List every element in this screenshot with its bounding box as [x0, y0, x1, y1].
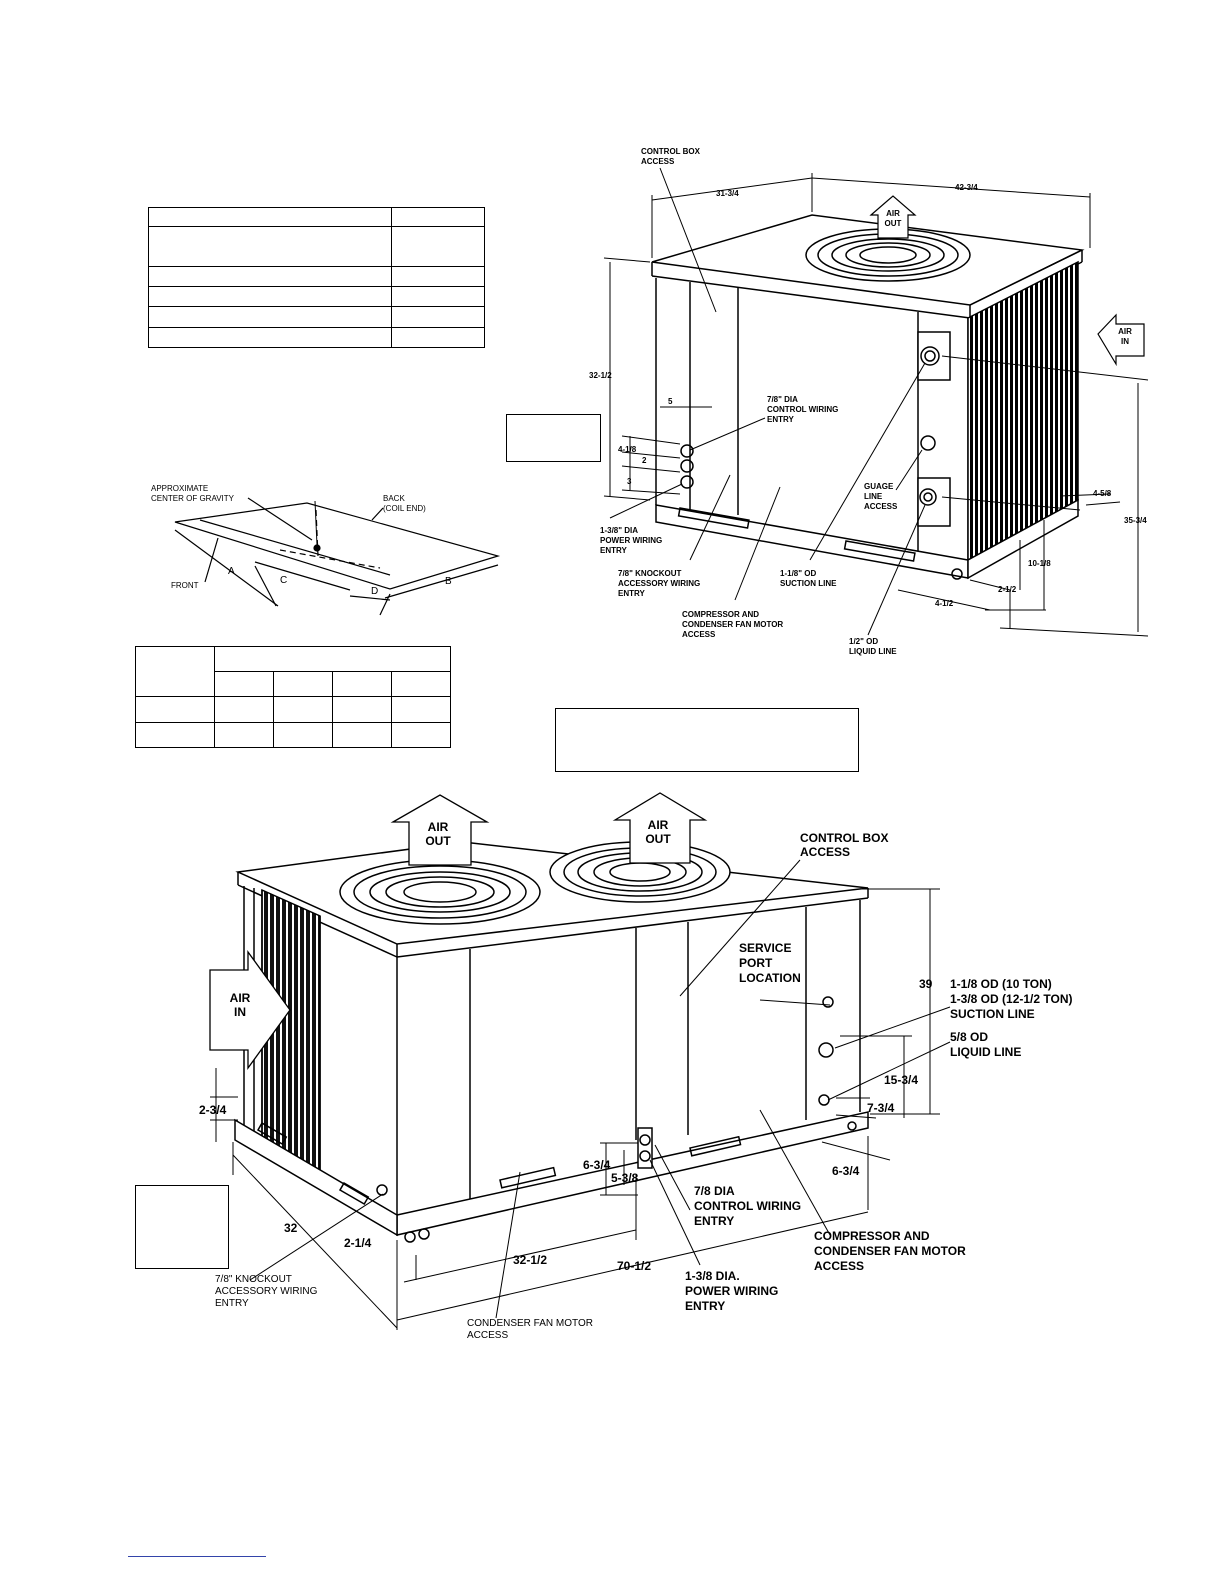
- table-cell: [273, 695, 333, 724]
- label-b: B: [445, 576, 452, 587]
- dim-32-1-2: 32-1/2: [513, 1253, 547, 1267]
- dim-4-1-2: 4-1/2: [935, 599, 954, 608]
- dim-7-3-4: 7-3/4: [867, 1101, 895, 1115]
- table-cell: [332, 670, 392, 697]
- table-cell: [148, 226, 392, 267]
- dim-2: 2: [642, 456, 647, 465]
- dim-6-3-4-a: 6-3/4: [583, 1158, 611, 1172]
- dim-39: 39: [919, 977, 933, 991]
- dim-6-3-4-b: 6-3/4: [832, 1164, 860, 1178]
- front-label: FRONT: [171, 581, 199, 590]
- dim-2-3-4: 2-3/4: [199, 1103, 227, 1117]
- table-cell: [214, 646, 451, 672]
- suction-line-label-lower: 1-1/8 OD (10 TON)1-3/8 OD (12-1/2 TON)SU…: [950, 977, 1072, 1021]
- table-cell: [332, 695, 392, 724]
- table-cell: [135, 695, 215, 724]
- upper-figure-label-box: [506, 414, 601, 462]
- upper-unit-drawing: [314, 167, 1149, 637]
- table-cell: [273, 722, 333, 748]
- dim-4-5-8: 4-5/8: [1093, 489, 1112, 498]
- gravity-table: [135, 646, 451, 748]
- table-cell: [214, 722, 274, 748]
- table-cell: [391, 722, 451, 748]
- label-d: D: [371, 586, 378, 597]
- lower-figure-label-box: [135, 1185, 229, 1269]
- weights-table: [148, 206, 485, 349]
- dim-depth: 42-3/4: [955, 183, 978, 192]
- dim-32: 32: [284, 1221, 298, 1235]
- dim-15-3-4: 15-3/4: [884, 1073, 918, 1087]
- back-label: BACK(COIL END): [383, 494, 426, 513]
- label-a: A: [228, 566, 235, 577]
- dim-5: 5: [668, 397, 673, 406]
- table-cell: [391, 695, 451, 724]
- dim-3: 3: [627, 477, 632, 486]
- dim-2-1-4: 2-1/4: [344, 1236, 372, 1250]
- table-cell: [135, 722, 215, 748]
- label-c: C: [280, 575, 287, 586]
- caption-box: [555, 708, 859, 772]
- footer-rule: [128, 1556, 266, 1557]
- dim-height-right: 35-3/4: [1124, 516, 1147, 525]
- table-cell: [332, 722, 392, 748]
- dim-height-left: 32-1/2: [589, 371, 612, 380]
- dim-2-1-2: 2-1/2: [998, 585, 1017, 594]
- table-cell: [214, 695, 274, 724]
- dim-width: 31-3/4: [716, 189, 739, 198]
- dim-5-3-8: 5-3/8: [611, 1171, 639, 1185]
- gravity-diagram: [174, 497, 501, 616]
- dim-4-1-8: 4-1/8: [618, 445, 637, 454]
- dim-70-1-2: 70-1/2: [617, 1259, 651, 1273]
- lower-unit-drawing: [209, 792, 951, 1330]
- table-cell: [391, 206, 485, 228]
- table-cell: [391, 326, 485, 349]
- dim-10-1-8: 10-1/8: [1028, 559, 1051, 568]
